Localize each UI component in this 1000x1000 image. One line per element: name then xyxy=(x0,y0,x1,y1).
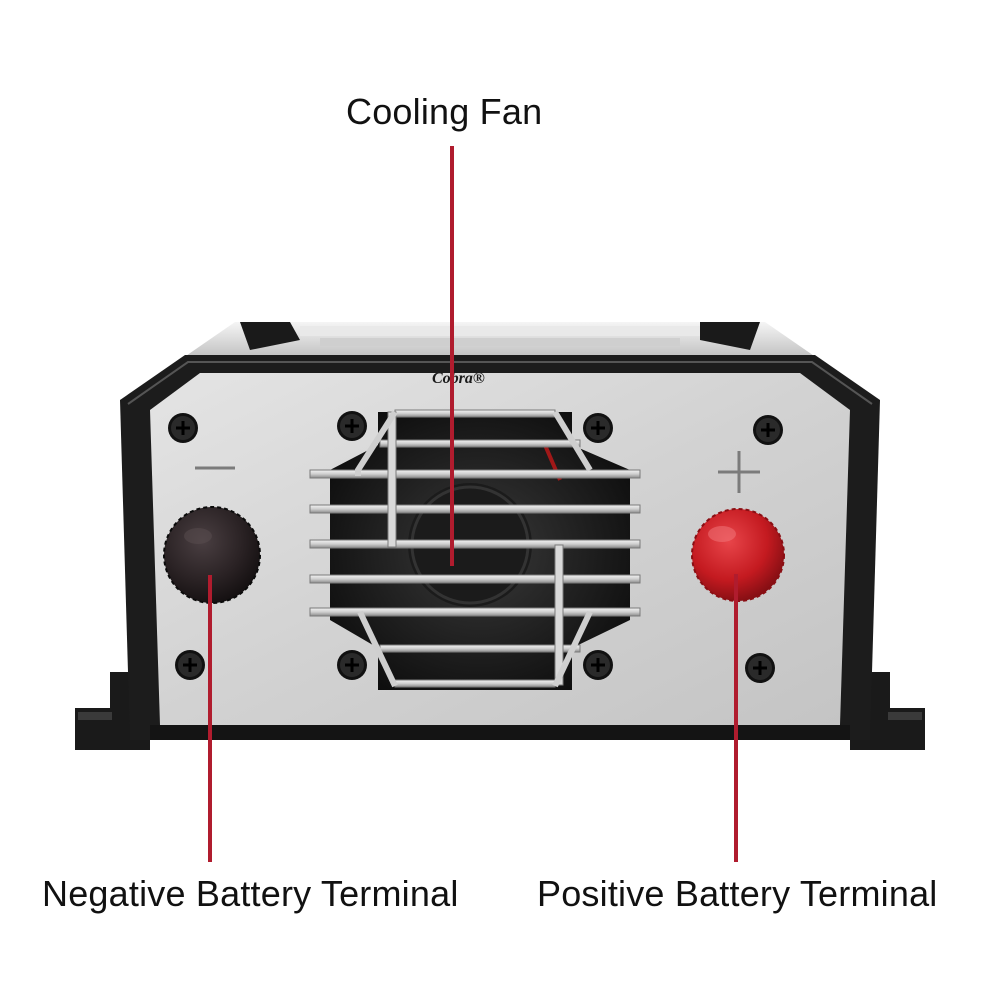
callout-negative-terminal: Negative Battery Terminal xyxy=(42,873,459,914)
negative-terminal-knob xyxy=(163,506,261,604)
callout-cooling-fan: Cooling Fan xyxy=(346,91,543,132)
cobra-logo: Cobra® xyxy=(432,370,485,387)
positive-terminal-knob xyxy=(691,508,785,602)
fan-grille xyxy=(309,409,641,688)
callout-positive-terminal: Positive Battery Terminal xyxy=(537,873,938,914)
screws xyxy=(168,411,783,683)
